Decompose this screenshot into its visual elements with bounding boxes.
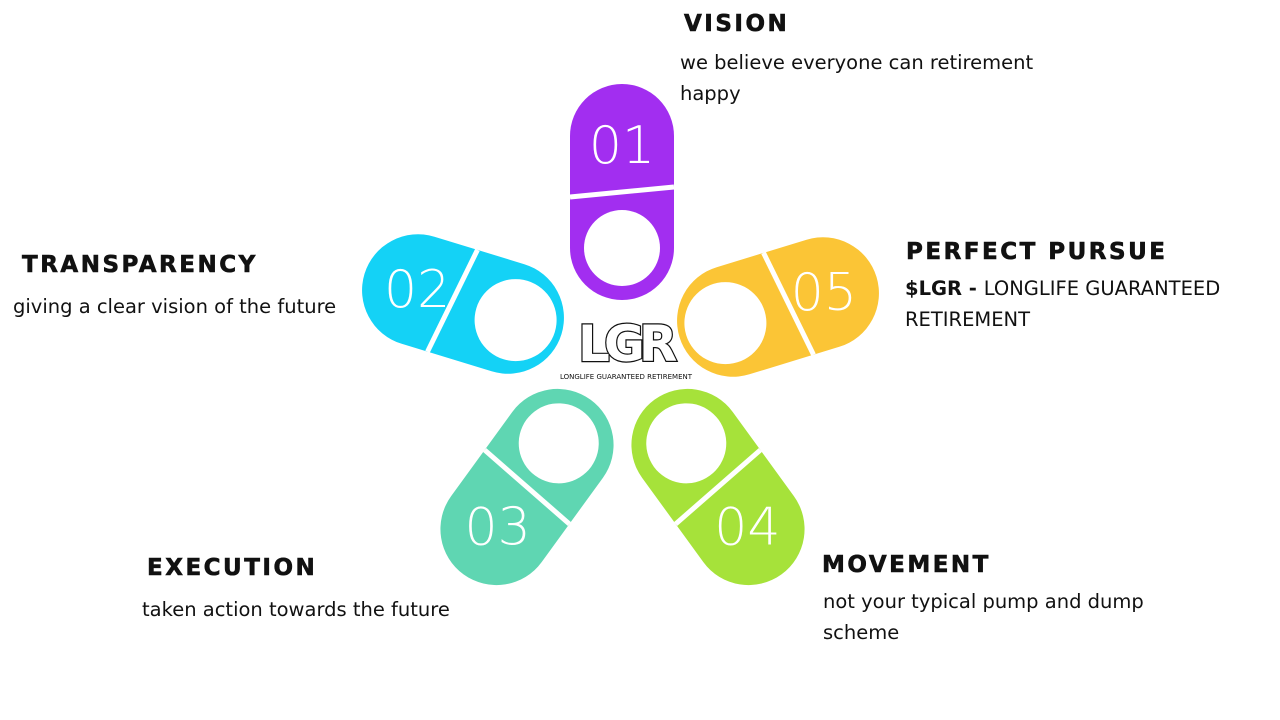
desc-execution: taken action towards the future <box>142 598 450 621</box>
desc-perfect-pursue-text: LONGLIFE GUARANTEED RETIREMENT <box>905 277 1221 331</box>
pill-01: 01 <box>569 84 675 300</box>
heading-perfect-pursue: PERFECT PURSUE <box>906 239 1168 266</box>
heading-movement: MOVEMENT <box>822 552 991 579</box>
pill-01-number: 01 <box>589 116 655 176</box>
desc-vision: we believe everyone can retirement happy <box>680 51 1034 105</box>
pill-05-number: 05 <box>791 263 857 323</box>
heading-transparency: TRANSPARENCY <box>22 252 258 279</box>
pill-02: 02 <box>362 234 564 374</box>
logo: LGR LONGLIFE GUARANTEED RETIREMENT <box>560 314 693 381</box>
desc-perfect-pursue-ticker: $LGR - <box>905 277 984 300</box>
logo-mark: LGR <box>578 315 677 373</box>
pill-03-hole <box>518 403 599 484</box>
pill-02-number: 02 <box>384 260 450 320</box>
pill-03-divider <box>482 448 572 526</box>
pill-04: 04 <box>631 388 805 586</box>
pill-05: 05 <box>677 237 879 377</box>
pill-04-divider <box>673 448 763 526</box>
pill-02-hole <box>474 279 557 362</box>
logo-caption: LONGLIFE GUARANTEED RETIREMENT <box>560 373 693 381</box>
pill-05-divider <box>761 251 816 356</box>
desc-transparency: giving a clear vision of the future <box>13 295 337 318</box>
pill-03: 03 <box>440 388 614 586</box>
pill-03-number: 03 <box>465 497 531 557</box>
pill-01-divider <box>569 184 675 200</box>
heading-execution: EXECUTION <box>147 555 318 582</box>
pill-01-hole <box>584 210 660 286</box>
pill-02-divider <box>425 248 480 353</box>
desc-movement: not your typical pump and dump scheme <box>823 590 1144 644</box>
pill-04-number: 04 <box>714 497 780 557</box>
desc-perfect-pursue: $LGR - LONGLIFE GUARANTEED RETIREMENT <box>905 273 1265 335</box>
pill-05-hole <box>684 282 767 365</box>
heading-vision: VISION <box>684 11 790 38</box>
pill-04-hole <box>646 403 727 484</box>
